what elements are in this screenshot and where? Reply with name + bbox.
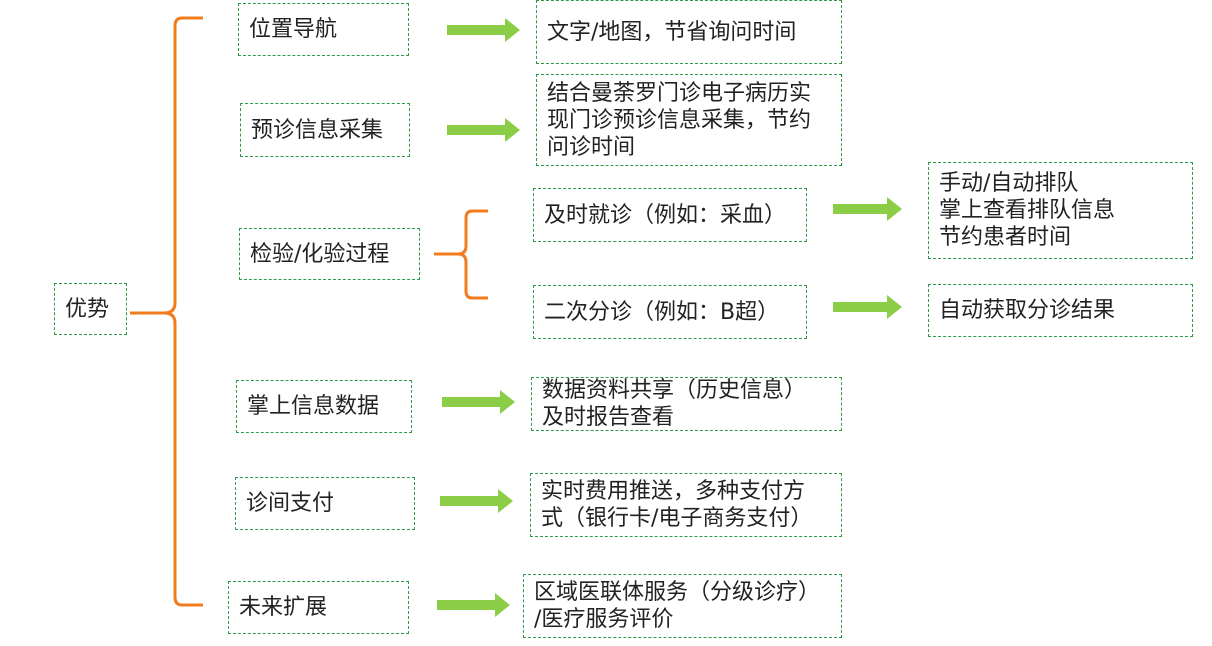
arrow-future bbox=[437, 593, 510, 617]
result-line: 节约患者时间 bbox=[939, 225, 1072, 250]
result-line: 手动/自动排队 bbox=[939, 171, 1079, 196]
subitem-secondary-triage: 二次分诊（例如：B超） bbox=[533, 285, 807, 339]
detail-location-navigation: 文字/地图，节省询问时间 bbox=[536, 0, 842, 64]
category-label: 掌上信息数据 bbox=[247, 394, 380, 419]
detail-line: 区域医联体服务（分级诊疗） bbox=[534, 580, 821, 605]
subitem-timely-visit: 及时就诊（例如：采血） bbox=[533, 188, 807, 242]
category-prediagnosis: 预诊信息采集 bbox=[240, 103, 410, 157]
root-label: 优势 bbox=[65, 296, 110, 322]
category-lab-test: 检验/化验过程 bbox=[239, 228, 420, 280]
arrow-nav bbox=[447, 18, 520, 42]
detail-line: 实时费用推送，多种支付方 bbox=[541, 479, 806, 504]
subitem-label: 二次分诊（例如：B超） bbox=[544, 299, 780, 325]
detail-future-expansion: 区域医联体服务（分级诊疗） /医疗服务评价 bbox=[523, 574, 842, 638]
detail-line: 问诊时间 bbox=[547, 134, 636, 160]
result-queueing: 手动/自动排队 掌上查看排队信息 节约患者时间 bbox=[928, 162, 1193, 259]
category-location-navigation: 位置导航 bbox=[238, 3, 409, 56]
arrow-timely bbox=[833, 197, 902, 221]
category-label: 未来扩展 bbox=[239, 595, 328, 620]
detail-mobile-data: 数据资料共享（历史信息） 及时报告查看 bbox=[531, 377, 842, 431]
subitem-label: 及时就诊（例如：采血） bbox=[544, 202, 787, 228]
category-label: 预诊信息采集 bbox=[251, 117, 384, 143]
detail-line: 式（银行卡/电子商务支付） bbox=[541, 506, 813, 531]
category-label: 检验/化验过程 bbox=[250, 241, 390, 267]
category-future-expansion: 未来扩展 bbox=[228, 581, 409, 634]
arrow-triage bbox=[833, 295, 902, 319]
detail-line: 文字/地图，节省询问时间 bbox=[547, 19, 797, 45]
arrow-payment bbox=[440, 489, 513, 513]
arrow-prediag bbox=[447, 118, 520, 142]
category-mobile-data: 掌上信息数据 bbox=[236, 380, 412, 433]
detail-clinic-payment: 实时费用推送，多种支付方 式（银行卡/电子商务支付） bbox=[530, 473, 842, 537]
category-label: 位置导航 bbox=[249, 17, 338, 42]
detail-line: 结合曼荼罗门诊电子病历实 bbox=[547, 80, 812, 106]
result-triage: 自动获取分诊结果 bbox=[928, 284, 1193, 337]
detail-prediagnosis: 结合曼荼罗门诊电子病历实 现门诊预诊信息采集，节约 问诊时间 bbox=[536, 74, 842, 166]
detail-line: 数据资料共享（历史信息） bbox=[542, 378, 807, 403]
sub-brace bbox=[434, 209, 488, 300]
category-label: 诊间支付 bbox=[246, 491, 335, 516]
detail-line: /医疗服务评价 bbox=[534, 607, 674, 632]
category-clinic-payment: 诊间支付 bbox=[235, 477, 415, 530]
detail-line: 现门诊预诊信息采集，节约 bbox=[547, 107, 812, 133]
result-line: 掌上查看排队信息 bbox=[939, 198, 1116, 223]
main-brace bbox=[130, 16, 203, 607]
detail-line: 及时报告查看 bbox=[542, 405, 675, 430]
arrow-data bbox=[442, 390, 515, 414]
result-line: 自动获取分诊结果 bbox=[939, 298, 1116, 323]
root-node: 优势 bbox=[54, 283, 127, 335]
